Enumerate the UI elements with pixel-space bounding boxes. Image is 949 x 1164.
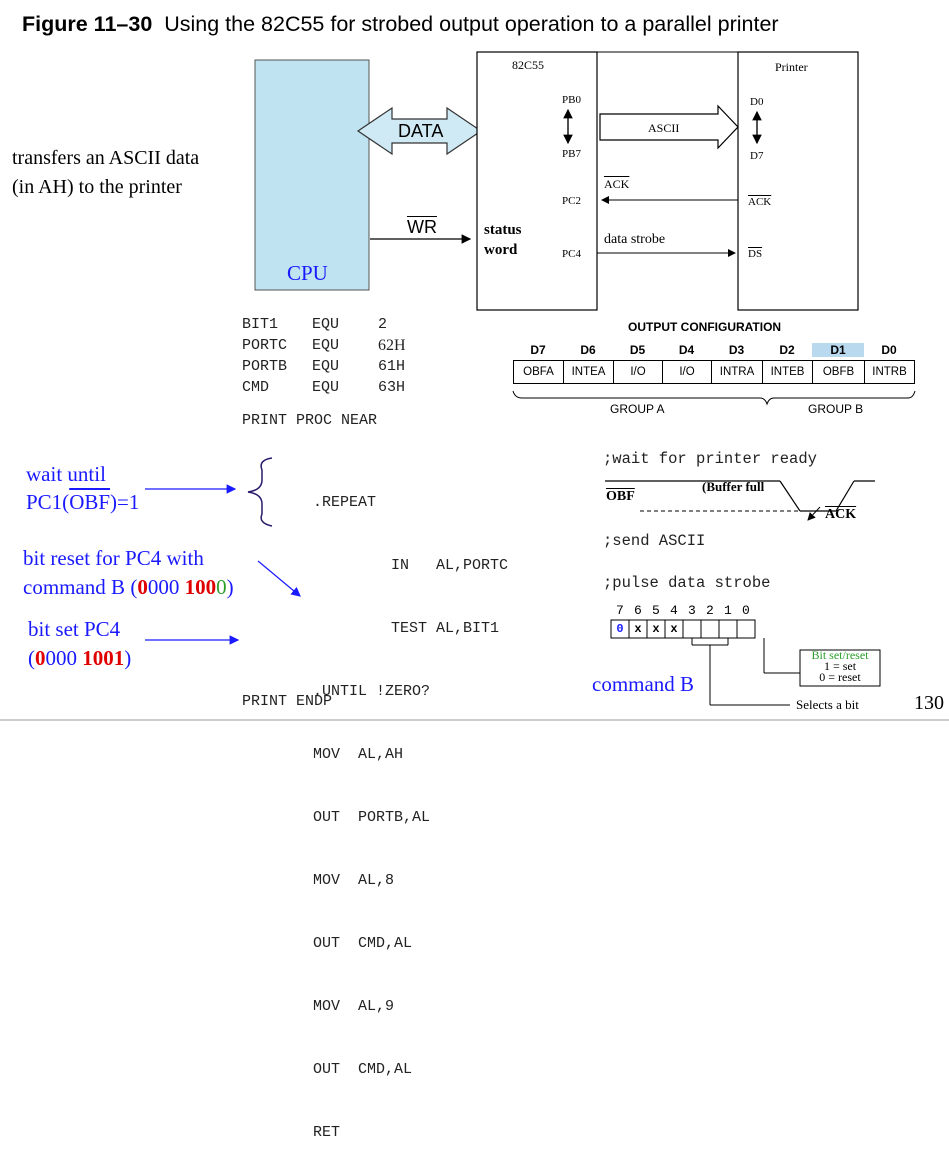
code-block: .REPEAT IN AL,PORTC TEST AL,BIT1 .UNTIL …	[313, 450, 508, 1164]
bit-number: 1	[724, 603, 732, 618]
d7-label: D7	[750, 150, 764, 162]
bit-set-reset-title: Bit set/reset	[811, 648, 869, 662]
print-proc-line: PRINT PROC NEAR	[242, 412, 378, 429]
bit-number: 0	[742, 603, 750, 618]
ack-printer-label: ACK	[748, 196, 772, 208]
code-repeat: .REPEAT	[313, 494, 377, 511]
command-b-cell: x	[670, 622, 678, 636]
diagram-canvas	[0, 51, 949, 721]
data-strobe-label: data strobe	[604, 232, 666, 247]
code-out1: OUT PORTB,AL	[313, 809, 431, 826]
ds-label: DS	[748, 248, 763, 260]
bit-number: 6	[634, 603, 642, 618]
note-line-1: transfers an ASCII data	[12, 147, 200, 169]
one-set-label: 1 = set	[823, 659, 857, 673]
chip-82c55-box	[476, 51, 598, 311]
code-out3: OUT CMD,AL	[313, 1061, 413, 1078]
code-mov3: MOV AL,9	[313, 998, 395, 1015]
config-cell: INTEA	[563, 360, 614, 384]
bit-number: 5	[652, 603, 660, 618]
pc2-label: PC2	[562, 195, 581, 207]
group-b-label: GROUP B	[808, 402, 864, 416]
comment-wait: ;wait for printer ready	[603, 450, 817, 468]
ascii-arrow	[599, 104, 739, 150]
config-cell: INTRB	[864, 360, 915, 384]
bit-header: D7	[530, 343, 546, 357]
bit-number: 3	[688, 603, 696, 618]
zero-reset-label: 0 = reset	[819, 670, 861, 684]
ack-label: ACK	[604, 177, 630, 191]
command-b-cell: x	[634, 622, 642, 636]
command-b-cell: x	[652, 622, 660, 636]
config-cell: I/O	[613, 360, 663, 384]
command-b-label: command B	[592, 672, 695, 696]
bit-header: D4	[678, 343, 695, 357]
d0-label: D0	[750, 96, 764, 108]
code-out2: OUT CMD,AL	[313, 935, 413, 952]
code-ret: RET	[313, 1124, 341, 1141]
config-cell: OBFB	[812, 360, 865, 384]
bit-number: 7	[616, 603, 624, 618]
code-endp: PRINT ENDP	[242, 693, 333, 710]
bit-set-label: bit set PC4	[28, 617, 121, 641]
bit-header: D5	[629, 343, 646, 357]
bit-header: D2	[779, 343, 795, 357]
command-b-register	[610, 619, 756, 639]
timing-ack-label: ACK	[825, 507, 857, 522]
pc4-label: PC4	[562, 248, 581, 260]
group-a-label: GROUP A	[610, 402, 665, 416]
command-b-cell: 0	[616, 622, 624, 636]
pb0-label: PB0	[562, 94, 581, 106]
config-cell: OBFA	[513, 360, 564, 384]
bit-header: D3	[728, 343, 745, 357]
figure-title: Figure 11–30 Using the 82C55 for strobed…	[22, 12, 779, 36]
comment-pulse: ;pulse data strobe	[603, 574, 771, 592]
status-word-label: status word	[484, 222, 522, 258]
bit-header: D6	[580, 343, 596, 357]
page-number: 130	[914, 692, 944, 714]
bit-reset-label: bit reset for PC4 with	[23, 546, 204, 570]
wr-label: WR	[407, 217, 437, 237]
code-mov2: MOV AL,8	[313, 872, 395, 889]
bit-set-command: (0000 1001)	[28, 646, 132, 670]
selects-bit-label: Selects a bit	[796, 697, 859, 712]
bit-header: D1	[812, 343, 864, 357]
bit-number: 2	[706, 603, 714, 618]
bit-reset-command: command B (0000 1000)	[23, 575, 234, 599]
code-test: TEST AL,BIT1	[391, 620, 500, 637]
data-label: DATA	[398, 121, 444, 141]
timing-obf-label: OBF	[606, 489, 635, 504]
wait-until-label: wait until	[26, 462, 106, 486]
comment-send: ;send ASCII	[603, 532, 706, 550]
code-in: IN AL,PORTC	[391, 557, 509, 574]
output-config-title: OUTPUT CONFIGURATION	[628, 320, 782, 334]
printer-box	[737, 51, 859, 311]
ascii-label: ASCII	[648, 121, 680, 135]
buffer-full-label: (Buffer full	[702, 479, 765, 494]
cpu-box	[254, 59, 370, 291]
printer-label: Printer	[775, 60, 808, 74]
bit-set-reset-box: Bit set/reset 1 = set 0 = reset	[800, 648, 880, 684]
pb7-label: PB7	[562, 148, 581, 160]
config-cell: INTEB	[762, 360, 813, 384]
bit-header: D0	[881, 343, 897, 357]
config-cell: I/O	[662, 360, 712, 384]
bit-number: 4	[670, 603, 678, 618]
code-until: .UNTIL !ZERO?	[313, 683, 431, 700]
chip-label: 82C55	[512, 58, 545, 72]
cpu-label: CPU	[287, 261, 328, 285]
code-mov1: MOV AL,AH	[313, 746, 404, 763]
note-line-2: (in AH) to the printer	[12, 176, 182, 198]
config-cell: INTRA	[711, 360, 763, 384]
wait-until-condition: PC1(OBF)=1	[26, 490, 140, 514]
